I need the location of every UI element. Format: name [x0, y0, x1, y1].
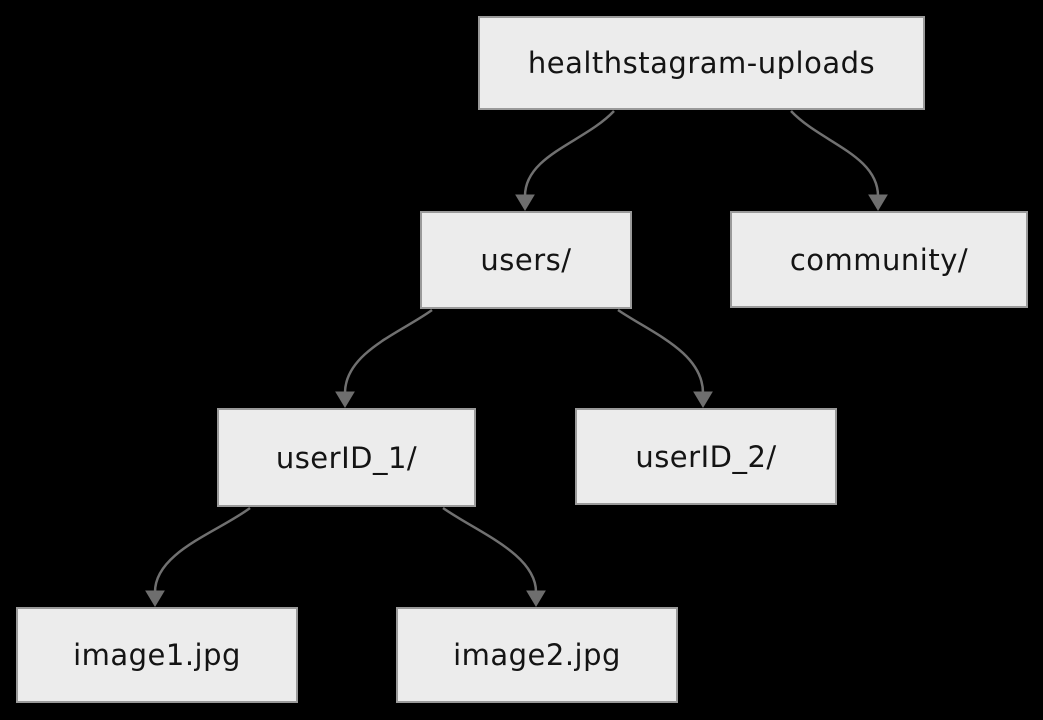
- arrowhead: [145, 590, 165, 607]
- node-image1-jpg: image1.jpg: [16, 607, 298, 703]
- node-users: users/: [420, 211, 632, 309]
- node-label: userID_1/: [275, 440, 418, 475]
- node-label: users/: [480, 243, 572, 277]
- node-userid-1: userID_1/: [217, 408, 476, 507]
- node-label: healthstagram-uploads: [527, 46, 876, 80]
- arrowhead: [515, 194, 535, 211]
- node-userid-2: userID_2/: [575, 408, 837, 505]
- arrowhead: [526, 590, 546, 607]
- edge-userid1-image1: [145, 506, 251, 607]
- node-label: community/: [789, 242, 969, 277]
- node-label: image1.jpg: [73, 638, 241, 672]
- edge-users-userid2: [617, 308, 713, 408]
- node-label: userID_2/: [635, 439, 777, 474]
- edge-userid1-image2: [442, 506, 546, 607]
- node-label: image2.jpg: [453, 638, 621, 672]
- arrowhead: [868, 194, 888, 211]
- node-image2-jpg: image2.jpg: [396, 607, 678, 703]
- node-community: community/: [730, 211, 1028, 308]
- node-healthstagram-uploads: healthstagram-uploads: [478, 16, 925, 110]
- arrowhead: [693, 391, 713, 408]
- edge-users-userid1: [335, 308, 433, 408]
- arrowhead: [335, 391, 355, 408]
- edge-root-users: [515, 110, 615, 211]
- edge-root-community: [790, 110, 888, 211]
